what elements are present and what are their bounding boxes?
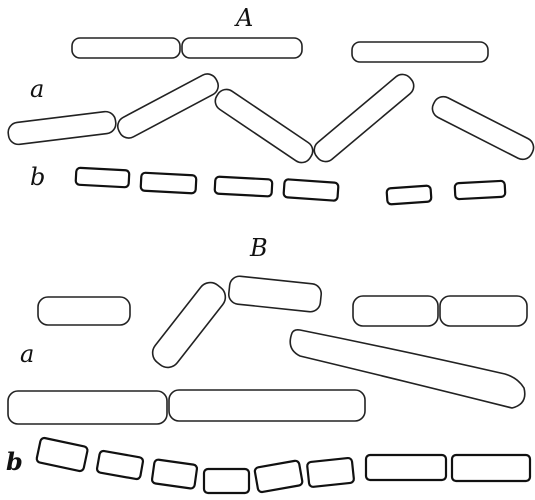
rod-cell [148, 278, 230, 372]
rod-cell [353, 296, 438, 326]
short-cell [254, 460, 303, 492]
row-a-label: a [20, 340, 34, 368]
panel-b-row-a [8, 390, 365, 424]
row-b-label: b [6, 447, 23, 476]
short-cell [455, 181, 506, 200]
rod-cell [8, 391, 167, 424]
panel-a: A a b [7, 4, 535, 205]
panel-a-top-rods [72, 38, 488, 62]
rod-cell [310, 70, 418, 165]
short-cell [96, 450, 143, 479]
rod-cell [228, 275, 322, 312]
short-cell [366, 455, 446, 480]
short-cell [152, 459, 198, 489]
long-curved-rod [290, 330, 525, 408]
panel-a-label: A [234, 4, 253, 32]
rod-cell [211, 86, 316, 167]
short-cell [215, 177, 273, 197]
rod-cell [72, 38, 180, 58]
short-cell [141, 173, 197, 194]
panel-b: B a b [6, 234, 530, 493]
panel-a-row-b [76, 168, 506, 205]
short-cell [76, 168, 130, 188]
short-cell [204, 469, 249, 493]
short-cell [452, 455, 530, 481]
rod-cell [429, 93, 535, 163]
rod-cell [7, 111, 117, 146]
row-a-label: a [30, 75, 44, 103]
short-cell [283, 179, 338, 201]
row-b-label: b [30, 163, 45, 191]
panel-b-row-b [36, 437, 530, 493]
rod-cell [114, 70, 221, 141]
panel-b-upper-rods [38, 275, 527, 372]
rod-cell [352, 42, 488, 62]
rod-cell [169, 390, 365, 421]
short-cell [36, 437, 88, 471]
panel-b-label: B [249, 234, 268, 262]
panel-a-row-a [7, 70, 535, 166]
short-cell [307, 458, 354, 488]
rod-cell [182, 38, 302, 58]
rod-cell [38, 297, 130, 325]
short-cell [386, 185, 431, 204]
rod-cell [440, 296, 527, 326]
